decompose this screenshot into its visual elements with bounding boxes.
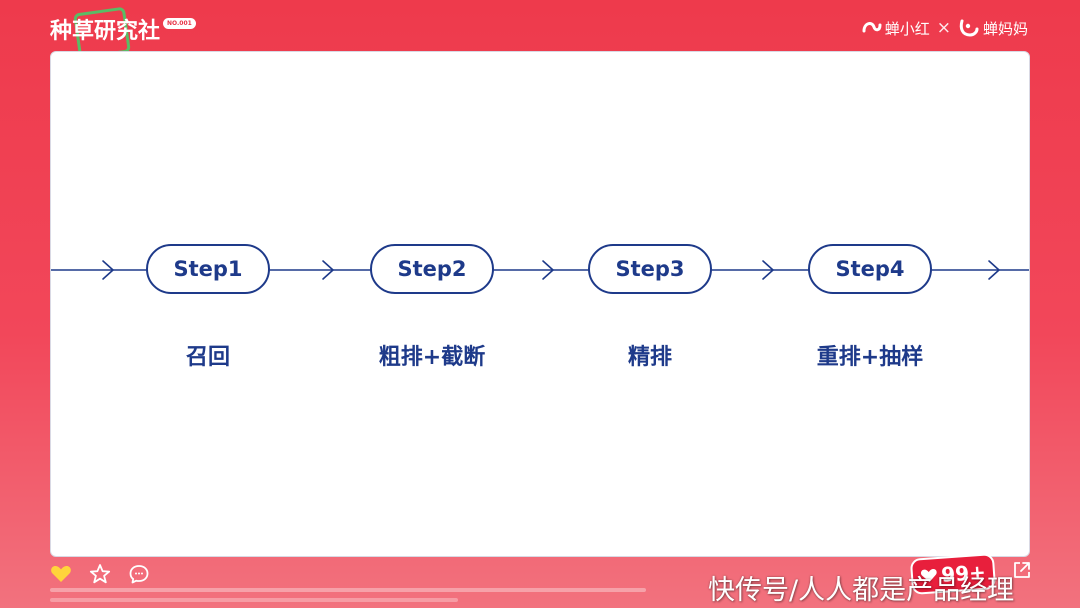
step-2-pill: Step2 [370, 244, 494, 294]
step-3-pill: Step3 [588, 244, 712, 294]
step-4-pill: Step4 [808, 244, 932, 294]
partner-chanmama: 蝉妈妈 [958, 18, 1028, 39]
like-count-badge[interactable]: 99+ [909, 553, 997, 595]
partner-separator: × [936, 18, 951, 38]
action-bar [50, 562, 150, 586]
star-icon[interactable] [89, 563, 111, 585]
brand-logo: 种草研究社 NO.001 [50, 6, 196, 60]
flow-arrow [762, 260, 774, 280]
partner-name: 蝉小红 [884, 19, 930, 38]
chanxiaohong-logo-icon [862, 22, 882, 33]
flow-arrow [322, 260, 334, 280]
step-1-label: 召回 [185, 345, 230, 370]
progress-track-secondary [50, 598, 458, 602]
flow-arrow [988, 260, 1000, 280]
step-4-label: 重排+抽样 [816, 345, 924, 370]
share-icon[interactable] [1012, 560, 1032, 580]
flow-diagram [51, 260, 1029, 280]
heart-icon[interactable] [50, 563, 72, 585]
flow-arrow [542, 260, 554, 280]
partner-chanxiaohong: 蝉小红 [862, 18, 930, 39]
chanmama-logo-icon [959, 19, 979, 37]
flow-arrow [102, 260, 114, 280]
slide-card: Step1 Step2 Step3 Step4 召回 粗排+截断 精排 重排+抽… [50, 51, 1030, 557]
partner-name: 蝉妈妈 [982, 19, 1028, 38]
step-1-pill: Step1 [146, 244, 270, 294]
brand-badge: NO.001 [163, 17, 196, 29]
progress-track [50, 588, 646, 592]
watermark-text: 快传号/人人都是产品经理 [708, 575, 1015, 606]
heart-filled-icon [921, 568, 937, 583]
comment-icon[interactable] [128, 563, 150, 585]
step-3-label: 精排 [627, 345, 672, 370]
brand-title: 种草研究社 [50, 19, 161, 44]
step-2-label: 粗排+截断 [378, 345, 486, 370]
partner-logos: 蝉小红 × 蝉妈妈 [862, 14, 1028, 42]
